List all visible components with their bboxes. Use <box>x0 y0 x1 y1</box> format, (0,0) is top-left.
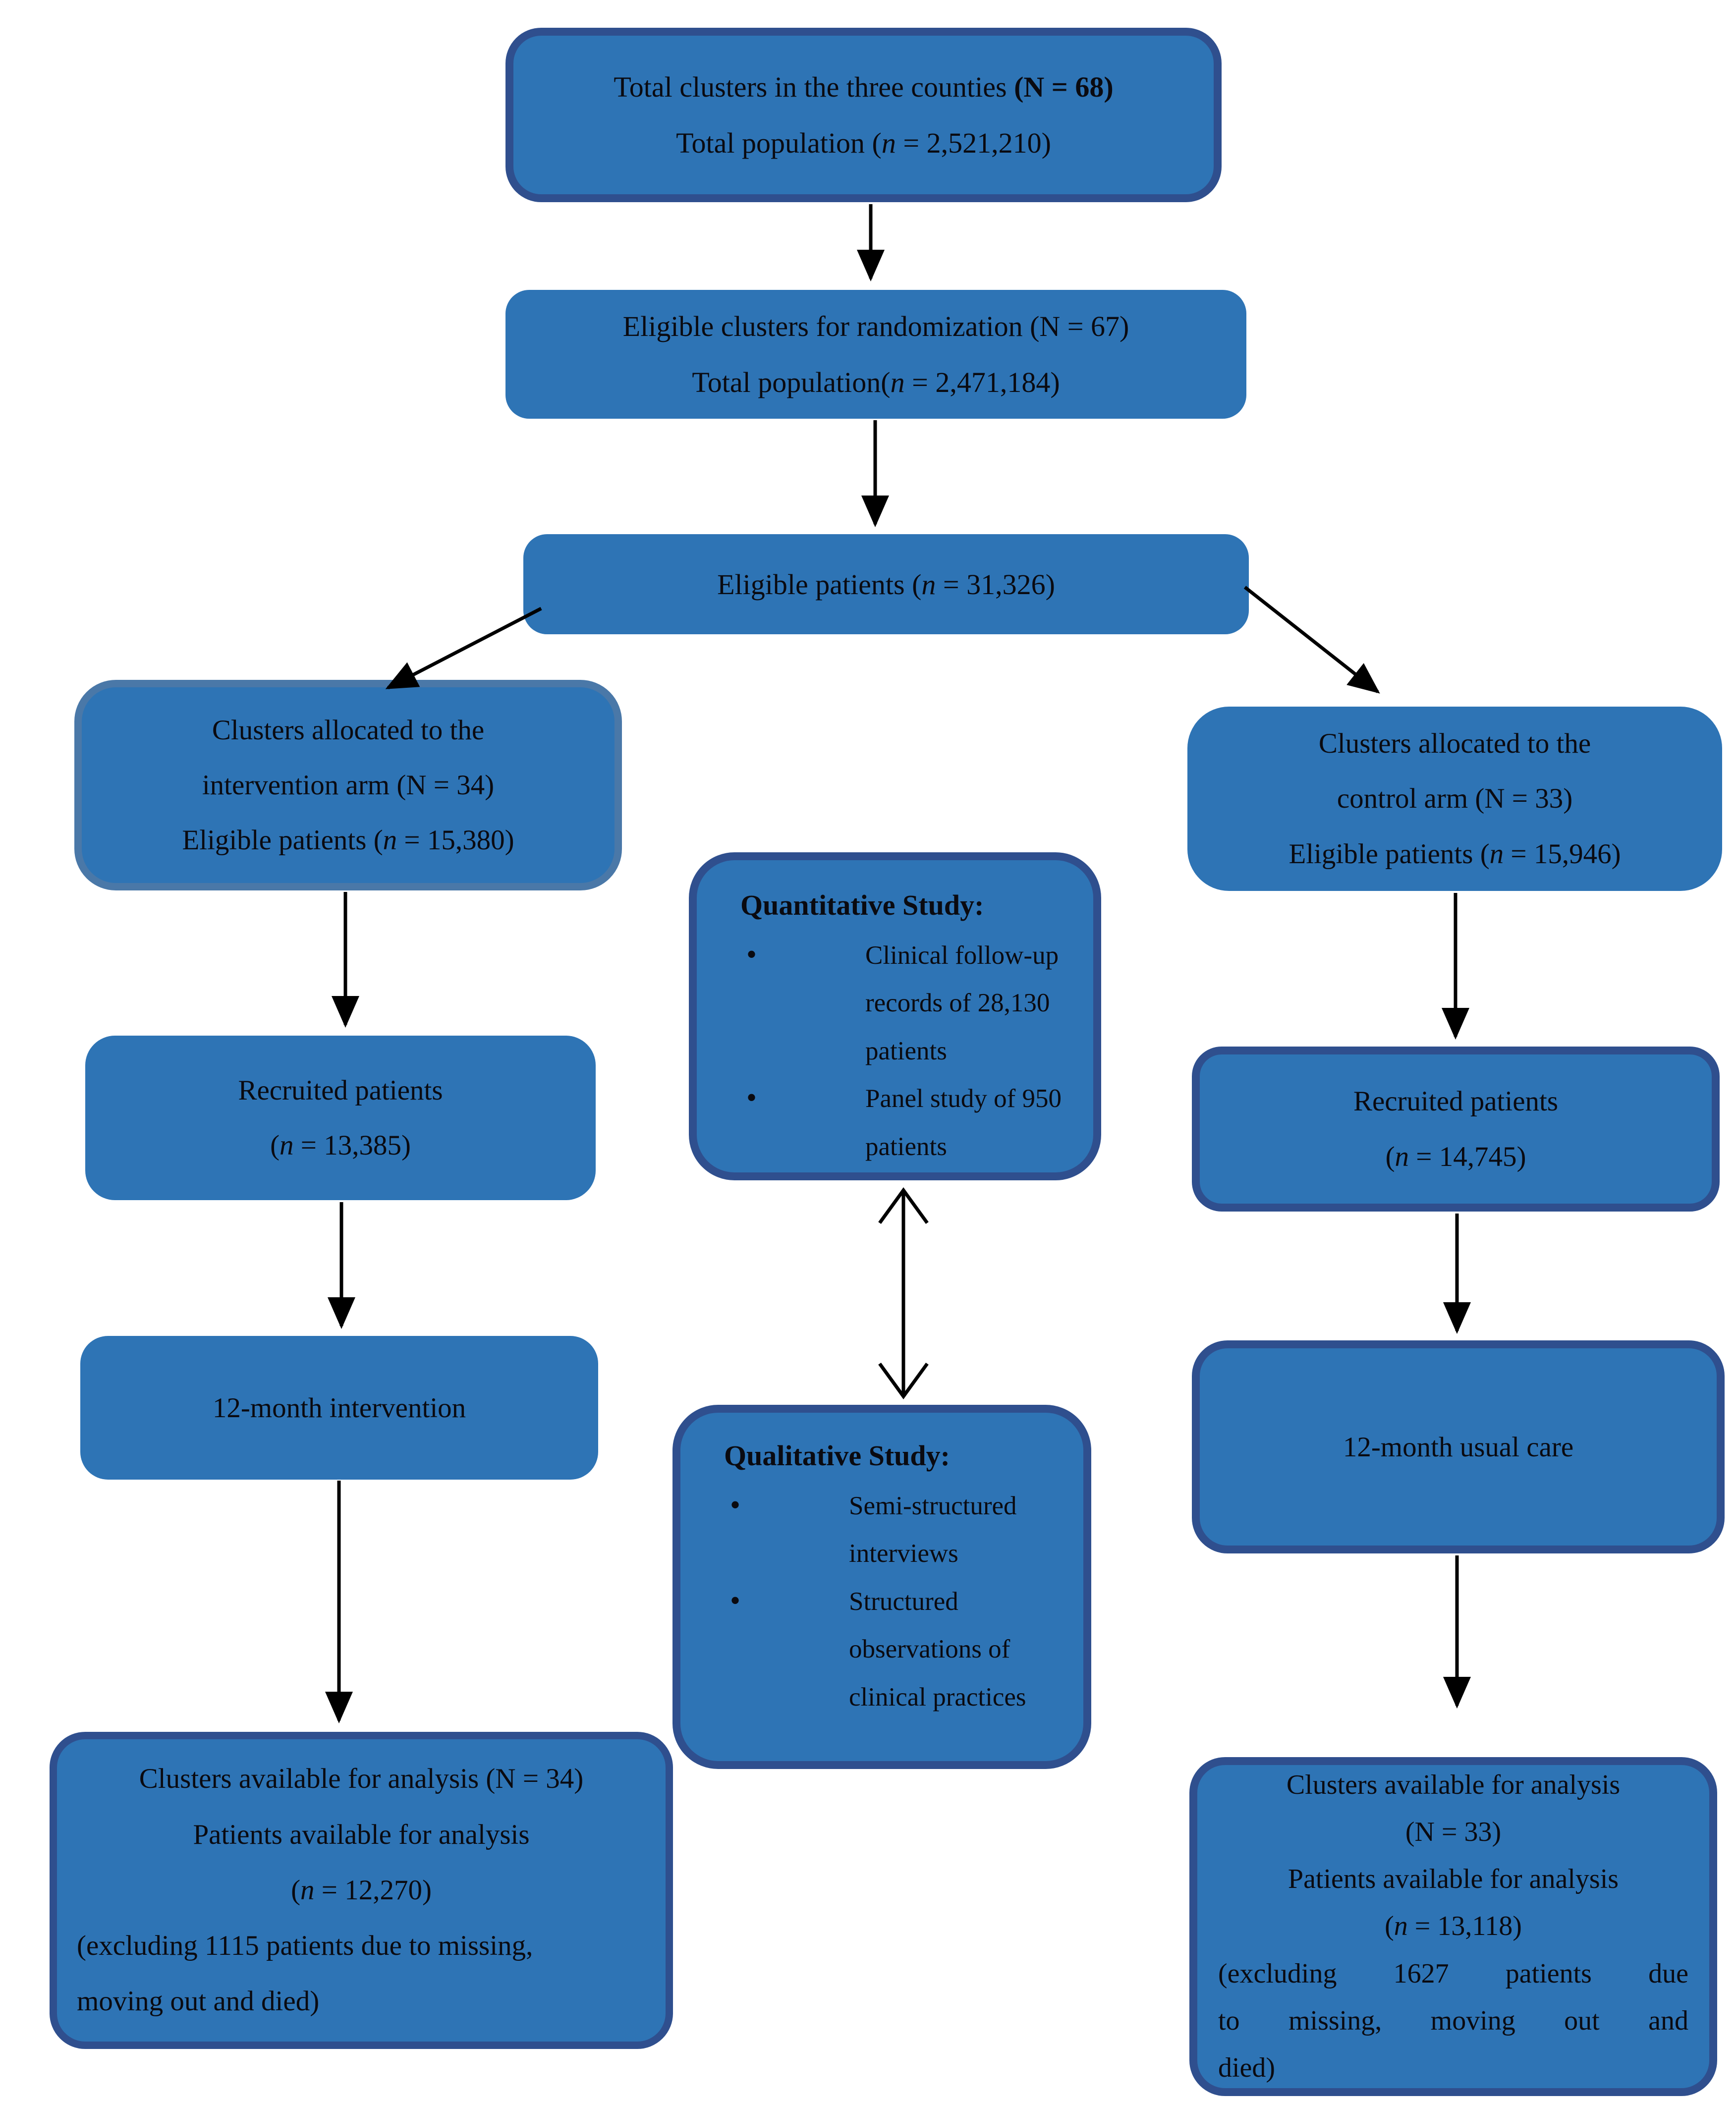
box-text-line: Total clusters in the three counties (N … <box>614 70 1114 103</box>
qualitative-study-header: Qualitative Study: <box>724 1439 950 1472</box>
bullet-text: Clinical follow-up records of 28,130 pat… <box>865 940 1059 1065</box>
box-control-allocation: Clusters allocated to the control arm (N… <box>1187 707 1722 891</box>
double-arrow-head-up <box>878 1187 929 1224</box>
quantitative-study-header: Quantitative Study: <box>740 889 984 921</box>
bullet-text: Semi-structured interviews <box>849 1491 1017 1568</box>
box-text-line: (excluding 1627 patients due <box>1218 1958 1688 1989</box>
bullet-text: Structured observations of clinical prac… <box>849 1587 1026 1712</box>
box-text-line: 12-month usual care <box>1343 1431 1574 1463</box>
box-text-line: Total population(n = 2,471,184) <box>692 366 1060 398</box>
box-text-line: died) <box>1218 2052 1276 2083</box>
box-text-line: Eligible patients (n = 15,380) <box>182 825 514 856</box>
arrow-eligible-patients-to-intervention-arm <box>385 607 542 690</box>
box-text-line: (n = 14,745) <box>1385 1141 1526 1172</box>
box-text-line: Patients available for analysis <box>1288 1864 1619 1895</box>
box-text-line: Eligible clusters for randomization (N =… <box>622 310 1129 342</box>
box-text-line: Recruited patients <box>238 1074 443 1106</box>
box-text-line: (N = 33) <box>1405 1817 1502 1848</box>
box-analysis-intervention: Clusters available for analysis (N = 34)… <box>50 1732 673 2049</box>
bullet-text: Panel study of 950 patients <box>865 1084 1062 1161</box>
double-arrow-head-down <box>878 1362 929 1399</box>
bullet-item: • Panel study of 950 patients <box>740 1075 1075 1170</box>
box-text-line: 12-month intervention <box>212 1392 466 1424</box>
box-eligible-clusters: Eligible clusters for randomization (N =… <box>505 290 1246 419</box>
bullet-item: • Semi-structured interviews <box>724 1482 1068 1578</box>
box-text-line: control arm (N = 33) <box>1337 783 1573 815</box>
bullet-dot-icon: • <box>730 1584 741 1617</box>
box-analysis-control: Clusters available for analysis (N = 33)… <box>1189 1757 1717 2096</box>
box-eligible-patients: Eligible patients (n = 31,326) <box>523 534 1249 634</box>
bullet-item: • Structured observations of clinical pr… <box>724 1578 1068 1721</box>
box-text-line: Clusters allocated to the <box>1318 728 1591 760</box>
box-text-line: Total population (n = 2,521,210) <box>676 127 1051 159</box>
box-quantitative-study: Quantitative Study: • Clinical follow-up… <box>689 852 1101 1180</box>
box-text-line: (n = 13,118) <box>1385 1911 1522 1942</box>
box-text-line: Eligible patients (n = 15,946) <box>1288 838 1621 870</box>
arrow-quantitative-qualitative-double <box>878 1187 929 1399</box>
bullet-dot-icon: • <box>746 1081 757 1114</box>
box-text-line: intervention arm (N = 34) <box>202 769 495 801</box>
box-12-month-intervention: 12-month intervention <box>80 1336 598 1480</box>
box-recruited-control: Recruited patients (n = 14,745) <box>1192 1047 1720 1212</box>
box-text-line: to missing, moving out and <box>1218 2005 1688 2036</box>
box-text-line: Clusters available for analysis <box>1286 1769 1621 1800</box>
box-recruited-intervention: Recruited patients (n = 13,385) <box>85 1036 596 1200</box>
box-text-line: Recruited patients <box>1353 1086 1559 1117</box>
bullet-dot-icon: • <box>730 1488 741 1521</box>
bullet-item: • Clinical follow-up records of 28,130 p… <box>740 932 1075 1075</box>
box-text-line: moving out and died) <box>77 1986 320 2017</box>
box-text-line: Eligible patients (n = 31,326) <box>717 568 1055 601</box>
bullet-dot-icon: • <box>746 938 757 971</box>
box-text-line: (n = 12,270) <box>291 1874 432 1906</box>
box-qualitative-study: Qualitative Study: • Semi-structured int… <box>672 1405 1091 1769</box>
box-12-month-usual-care: 12-month usual care <box>1192 1340 1725 1553</box>
box-intervention-allocation: Clusters allocated to the intervention a… <box>74 680 622 890</box>
box-text-line: (n = 13,385) <box>270 1130 411 1161</box>
box-text-line: Patients available for analysis <box>193 1819 530 1850</box>
arrow-eligible-patients-to-control-arm <box>1243 586 1380 694</box>
box-text-line: Clusters allocated to the <box>212 714 485 746</box>
box-text-line: Clusters available for analysis (N = 34) <box>139 1763 584 1795</box>
box-total-clusters: Total clusters in the three counties (N … <box>505 28 1222 202</box>
box-text-line: (excluding 1115 patients due to missing, <box>77 1930 533 1962</box>
